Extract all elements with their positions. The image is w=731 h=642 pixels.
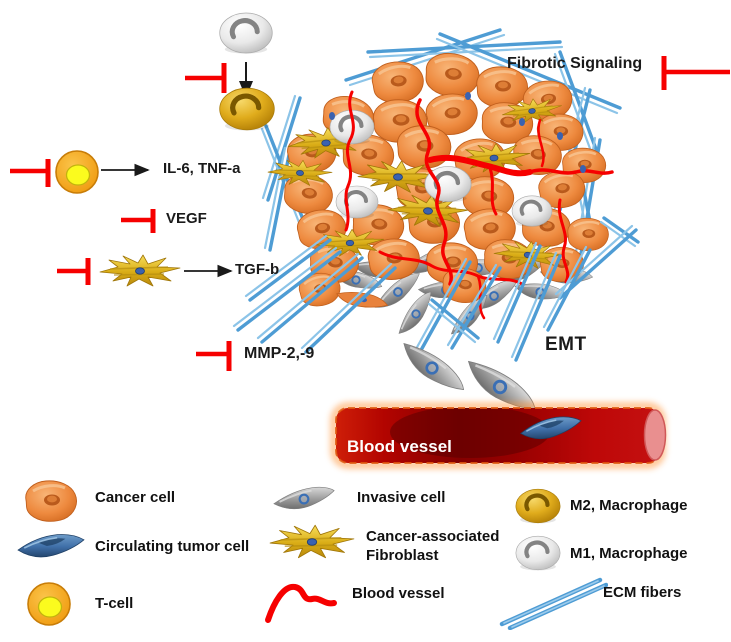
legend-label-m2-macrophage: M2, Macrophage [570, 497, 688, 514]
m1-macrophage-icon [512, 533, 564, 573]
legend-label-t-cell: T-cell [95, 595, 134, 612]
m1-macrophage [220, 13, 273, 54]
legend-label-m1-macrophage: M1, Macrophage [570, 545, 688, 562]
ecm-fiber [510, 251, 562, 362]
cancer-associated-fibroblast-icon [269, 524, 355, 559]
tumor-blood-vessel-line [427, 154, 533, 177]
cell-nucleus-dot [580, 165, 586, 173]
blood-vessel [330, 402, 667, 469]
tumor-blood-vessel-line [537, 118, 545, 168]
inhibitor-tbar-fibroblast [57, 258, 91, 285]
m1-macrophage [334, 184, 380, 221]
vessel-end-cap [643, 409, 667, 461]
legend-label-cancer-cell: Cancer cell [95, 489, 176, 506]
ecm-fiber [300, 262, 397, 354]
label-fibrotic-signaling: Fibrotic Signaling [507, 55, 643, 72]
label-mmp: MMP-2,-9 [244, 345, 315, 362]
t-cell [55, 150, 99, 194]
m1-macrophage [510, 193, 554, 229]
inhibitor-tbar-m1-m2 [185, 63, 227, 93]
inhibitor-tbar-vegf [121, 209, 156, 233]
ecm-fiber [599, 216, 640, 248]
inhibitor-tbar-mmp [196, 341, 232, 371]
legend-label-ecm-fibers: ECM fibers [603, 584, 682, 601]
cell-nucleus-dot [329, 112, 335, 120]
tumor-blood-vessel-line [415, 98, 453, 286]
inhibitor-tbar-fibrotic-signaling [661, 56, 730, 90]
m2-macrophage-icon [512, 486, 564, 526]
tumor-blood-vessel-line [344, 90, 355, 232]
circulating-tumor-cell-icon [17, 533, 85, 558]
cancer-cell [369, 57, 427, 107]
tumor-blood-vessel-line [488, 166, 498, 216]
ecm-fiber [232, 246, 342, 332]
tumor-blood-vessel-line [528, 168, 614, 175]
blood-vessel-icon [265, 583, 337, 623]
m2-macrophage [220, 88, 275, 130]
cancer-cell-icon [24, 479, 79, 523]
cell-nucleus-dot [519, 118, 525, 126]
label-il6-tnfa: IL-6, TNF-a [163, 160, 241, 177]
t-cell-icon [27, 582, 71, 626]
label-vegf: VEGF [166, 210, 207, 227]
label-emt: EMT [545, 334, 587, 355]
tumor-blood-vessel-line [378, 250, 524, 286]
ecm-fiber [414, 257, 472, 354]
cell-nucleus-dot [557, 132, 563, 140]
ecm-fiber [542, 245, 592, 332]
legend-label-invasive-cell: Invasive cell [357, 489, 446, 506]
legend-label-cancer-associated-fibroblast: Cancer-associated Fibroblast [366, 528, 500, 564]
m1-to-m2-conversion [185, 13, 274, 130]
legend-label-blood-vessel: Blood vessel [352, 585, 445, 602]
ecm-fiber [244, 234, 332, 302]
ecm-fiber [256, 252, 364, 344]
label-blood-vessel: Blood vessel [347, 437, 452, 456]
ecm-fibers-radiating [232, 216, 640, 362]
cancer-associated-fibroblast [99, 254, 181, 287]
ecm-fiber [492, 241, 542, 344]
invasive-cell-icon [272, 486, 336, 510]
ecm-fiber [446, 263, 502, 350]
label-tgfb: TGF-b [235, 261, 280, 278]
vessel-dark-shading [390, 408, 550, 458]
legend-label-circulating-tumor-cell: Circulating tumor cell [95, 538, 250, 555]
tumor-blood-vessel-line [557, 198, 570, 284]
fibroblast-group [57, 254, 233, 287]
inhibitor-tbar-t-cell [10, 159, 51, 187]
cancer-cell [421, 49, 483, 101]
t-cell-group [10, 150, 150, 194]
ecm-fiber [427, 298, 480, 344]
cell-nucleus-dot [465, 92, 471, 100]
ecm-fibers-icon [499, 577, 608, 630]
